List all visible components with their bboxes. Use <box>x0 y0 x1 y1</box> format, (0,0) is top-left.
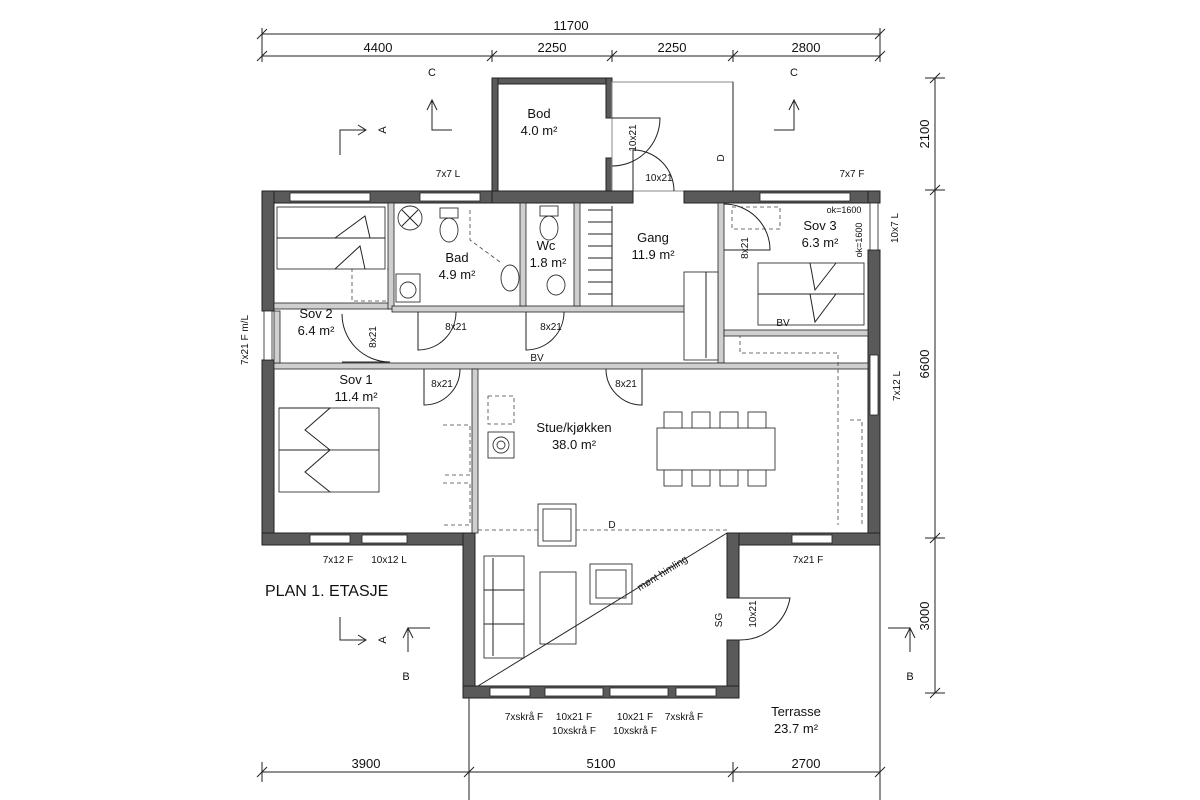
label-win-7x12-f: 7x12 F <box>323 555 354 566</box>
label-ok-1: ok=1600 <box>827 205 862 215</box>
section-b-right: B <box>906 671 913 683</box>
label-win-7x21-f: 7x21 F <box>793 555 824 566</box>
label-bottom-win-2a: 10x21 F <box>556 712 592 723</box>
dim-bottom-1: 3900 <box>352 756 381 771</box>
section-a-top: A <box>377 126 389 134</box>
top-dimensions: 11700 4400 2250 2250 2800 <box>256 18 886 62</box>
room-stue-name: Stue/kjøkken <box>536 420 611 435</box>
label-win-7x7-l: 7x7 L <box>436 169 461 180</box>
label-bottom-win-4: 7xskrå F <box>665 711 703 723</box>
dim-top-3: 2250 <box>658 40 687 55</box>
room-wc-area: 1.8 m² <box>530 255 568 270</box>
bod-walls <box>491 77 734 192</box>
label-bv-sov3: BV <box>776 318 790 329</box>
room-bod-area: 4.0 m² <box>521 123 559 138</box>
dim-top-2: 2250 <box>538 40 567 55</box>
label-terr-door: 10x21 <box>748 600 759 628</box>
room-gang-name: Gang <box>637 230 669 245</box>
room-bad-area: 4.9 m² <box>439 267 477 282</box>
dim-bottom-3: 2700 <box>792 756 821 771</box>
section-markers: C C A A B B <box>339 67 916 683</box>
room-sov1-name: Sov 1 <box>339 372 372 387</box>
label-sg: SG <box>714 613 725 628</box>
room-bad-name: Bad <box>445 250 468 265</box>
label-win-7x12-l: 7x12 L <box>892 371 903 401</box>
label-bad-door: 8x21 <box>445 322 467 333</box>
label-ok-2: ok=1600 <box>854 223 864 258</box>
section-b-left: B <box>402 671 409 683</box>
room-sov3-area: 6.3 m² <box>802 235 840 250</box>
interior-walls <box>273 202 869 534</box>
label-win-10x7-l: 10x7 L <box>890 213 901 243</box>
label-d-bod: D <box>716 154 727 161</box>
dim-right-1: 2100 <box>917 120 932 149</box>
dashed-lines <box>443 335 863 531</box>
plan-title: PLAN 1. ETASJE <box>265 583 388 600</box>
section-c-left: C <box>428 67 436 79</box>
room-sov1-area: 11.4 m² <box>334 389 378 404</box>
label-sov1-door: 8x21 <box>431 379 453 390</box>
dim-top-4: 2800 <box>792 40 821 55</box>
label-win-7x7-f: 7x7 F <box>839 169 864 180</box>
label-bottom-win-3a: 10x21 F <box>617 712 653 723</box>
bottom-dimensions: 3900 5100 2700 <box>256 756 886 782</box>
label-win-7x21-fml: 7x21 F m/L <box>240 315 251 365</box>
label-bottom-win-2b: 10xskrå F <box>552 725 596 737</box>
label-entry-door: 10x21 <box>645 173 673 184</box>
room-terrasse-area: 23.7 m² <box>774 721 819 736</box>
room-bod-name: Bod <box>527 106 550 121</box>
room-sov2-name: Sov 2 <box>299 306 332 321</box>
doors <box>341 117 791 641</box>
dim-top-total: 11700 <box>553 18 588 33</box>
section-a-bottom: A <box>377 636 389 644</box>
room-labels: Bod 4.0 m² Bad 4.9 m² Wc 1.8 m² Gang 11.… <box>298 106 840 736</box>
label-d-stue: D <box>608 520 615 531</box>
label-stue-door: 8x21 <box>615 379 637 390</box>
dim-bottom-2: 5100 <box>587 756 616 771</box>
stairs <box>588 206 613 306</box>
label-mont-himling: mønt himling <box>635 554 689 594</box>
label-bottom-win-1: 7xskrå F <box>505 711 543 723</box>
label-bod-door: 10x21 <box>628 124 639 152</box>
right-dimensions: 2100 6600 3000 <box>917 72 945 699</box>
room-terrasse-name: Terrasse <box>771 704 821 719</box>
label-win-10x12-l: 10x12 L <box>371 555 407 566</box>
section-c-right: C <box>790 67 798 79</box>
label-bv-corridor: BV <box>530 353 544 364</box>
label-wc-door: 8x21 <box>540 322 562 333</box>
dim-right-2: 6600 <box>917 350 932 379</box>
room-gang-area: 11.9 m² <box>631 247 675 262</box>
dim-right-3: 3000 <box>917 602 932 631</box>
room-wc-name: Wc <box>537 238 556 253</box>
room-sov2-area: 6.4 m² <box>298 323 336 338</box>
dim-top-1: 4400 <box>364 40 393 55</box>
furniture <box>276 205 865 687</box>
room-stue-area: 38.0 m² <box>552 437 597 452</box>
room-sov3-name: Sov 3 <box>803 218 836 233</box>
label-sov2-door: 8x21 <box>368 326 379 348</box>
windows <box>263 192 879 697</box>
label-sov3-door: 8x21 <box>740 237 751 259</box>
label-bottom-win-3b: 10xskrå F <box>613 725 657 737</box>
terrace-outline <box>468 538 881 800</box>
